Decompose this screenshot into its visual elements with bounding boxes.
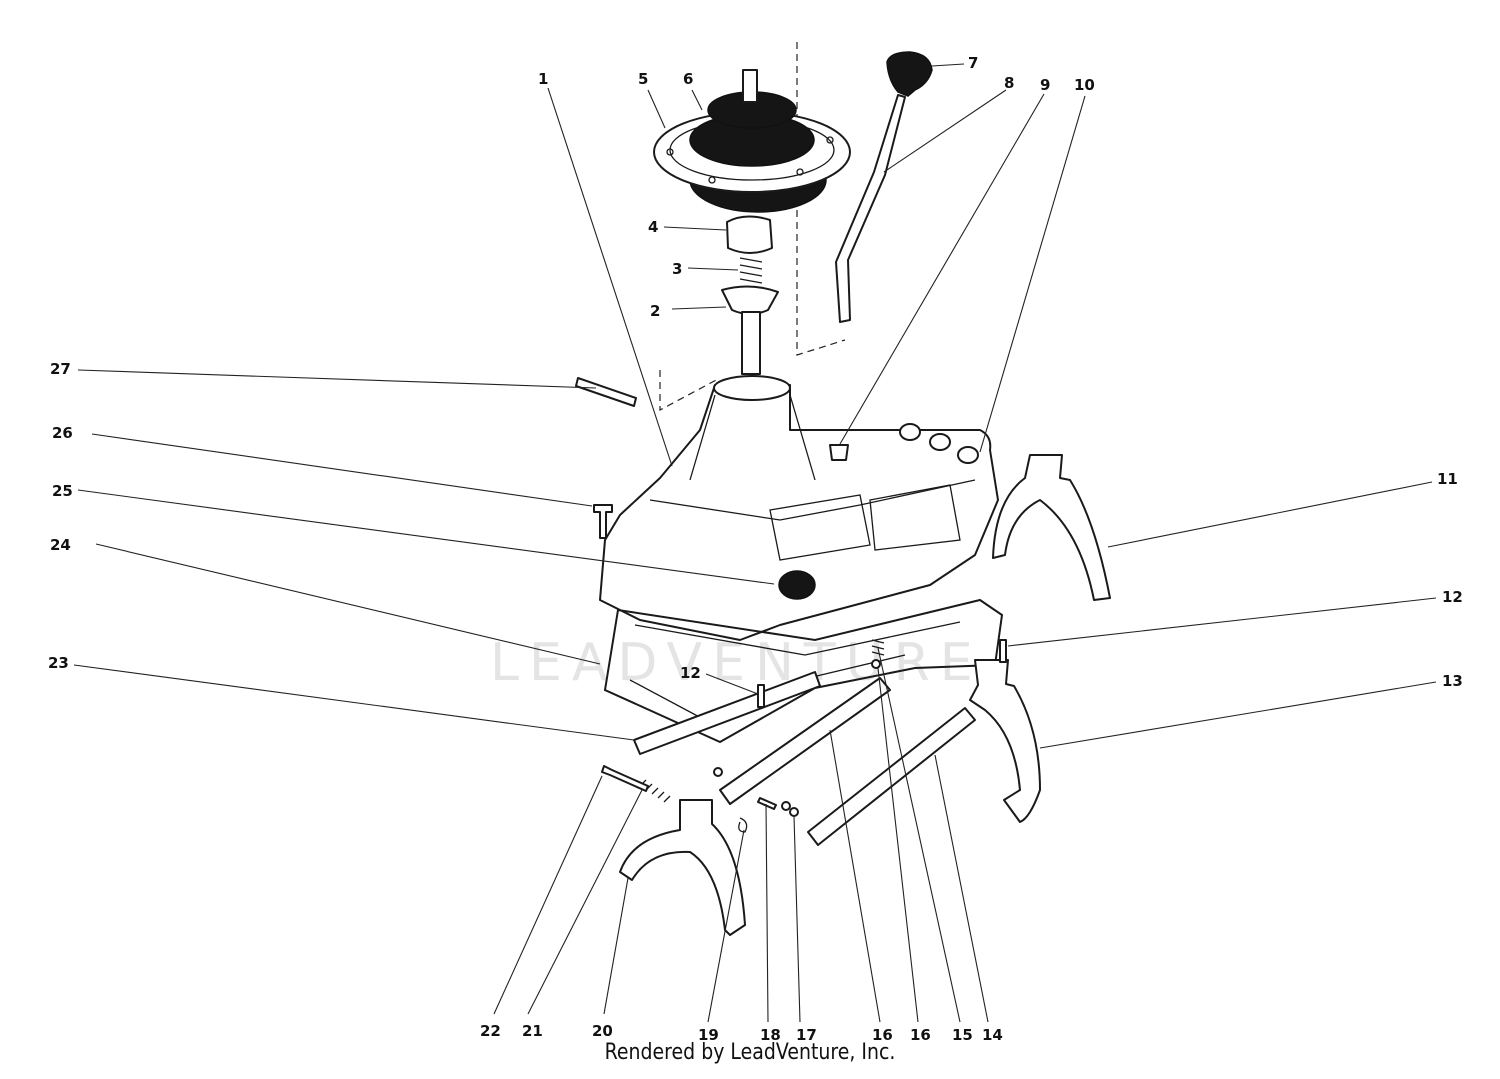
callout-23: 23 — [48, 654, 69, 672]
cap-plug-a — [899, 423, 921, 441]
callout-22: 22 — [480, 1022, 501, 1040]
assembly-line — [659, 42, 846, 411]
detent-ball-a — [871, 659, 881, 669]
callout-3: 3 — [672, 260, 682, 278]
cup — [721, 285, 779, 315]
credit-line: Rendered by LeadVenture, Inc. — [604, 1040, 896, 1065]
housing-tower-top — [713, 375, 791, 401]
fork-bolt — [601, 765, 649, 792]
shift-shaft-top — [742, 69, 758, 103]
shift-rail-long — [719, 677, 891, 805]
detent-ball-b — [781, 801, 791, 811]
leader-lines — [73, 63, 1437, 1023]
callout-6: 6 — [683, 70, 693, 88]
shift-fork-upper — [992, 454, 1111, 601]
callout-12-left: 12 — [680, 664, 701, 682]
shift-shaft — [741, 311, 761, 375]
detent-spring — [871, 639, 885, 656]
shift-rail-left — [633, 671, 821, 755]
callout-25: 25 — [52, 482, 73, 500]
callout-27: 27 — [50, 360, 71, 378]
callout-26: 26 — [52, 424, 73, 442]
vent — [829, 444, 849, 461]
callout-14: 14 — [982, 1026, 1003, 1044]
retaining-clip — [738, 817, 748, 833]
roll-pin — [575, 377, 637, 407]
callout-4: 4 — [648, 218, 658, 236]
watermark: LEADVENTURE — [490, 633, 983, 693]
shift-fork-lower — [969, 659, 1041, 823]
parts-illustration — [575, 42, 1111, 936]
pin-left — [757, 684, 765, 708]
cap-plug-b — [929, 433, 951, 451]
callout-11: 11 — [1437, 470, 1458, 488]
callout-18: 18 — [760, 1026, 781, 1044]
callout-8: 8 — [1004, 74, 1014, 92]
callout-13: 13 — [1442, 672, 1463, 690]
callout-17: 16 — [872, 1026, 893, 1044]
detent-ball-d — [713, 767, 723, 777]
bolt — [593, 504, 613, 539]
callout-12-right: 12 — [1442, 588, 1463, 606]
interlock-pin — [757, 797, 777, 810]
shift-rail-back — [807, 707, 976, 846]
callout-21: 21 — [522, 1022, 543, 1040]
shift-lever — [835, 94, 906, 323]
collar — [726, 215, 773, 254]
spring — [739, 257, 763, 284]
callout-10: 10 — [1074, 76, 1095, 94]
plug — [778, 570, 816, 600]
detent-ball-c — [789, 807, 799, 817]
callout-2: 2 — [650, 302, 660, 320]
callout-5: 5 — [638, 70, 648, 88]
gasket — [603, 598, 1004, 744]
shift-fork-front — [619, 799, 746, 936]
callout-9: 9 — [1040, 76, 1050, 94]
callout-15: 15 — [952, 1026, 973, 1044]
cap-plug-c — [957, 446, 979, 464]
callout-20: 20 — [592, 1022, 613, 1040]
callout-1: 1 — [538, 70, 548, 88]
callouts: 1 2 3 4 5 6 7 8 9 10 11 12 12 13 14 15 1… — [48, 54, 1463, 1044]
pin-right — [999, 639, 1007, 663]
shift-housing — [599, 384, 999, 641]
callout-24: 24 — [50, 536, 71, 554]
callout-16-left: 17 — [796, 1026, 817, 1044]
callout-19: 19 — [698, 1026, 719, 1044]
callout-7: 7 — [968, 54, 978, 72]
shift-knob — [886, 51, 933, 97]
callout-16-right: 16 — [910, 1026, 931, 1044]
